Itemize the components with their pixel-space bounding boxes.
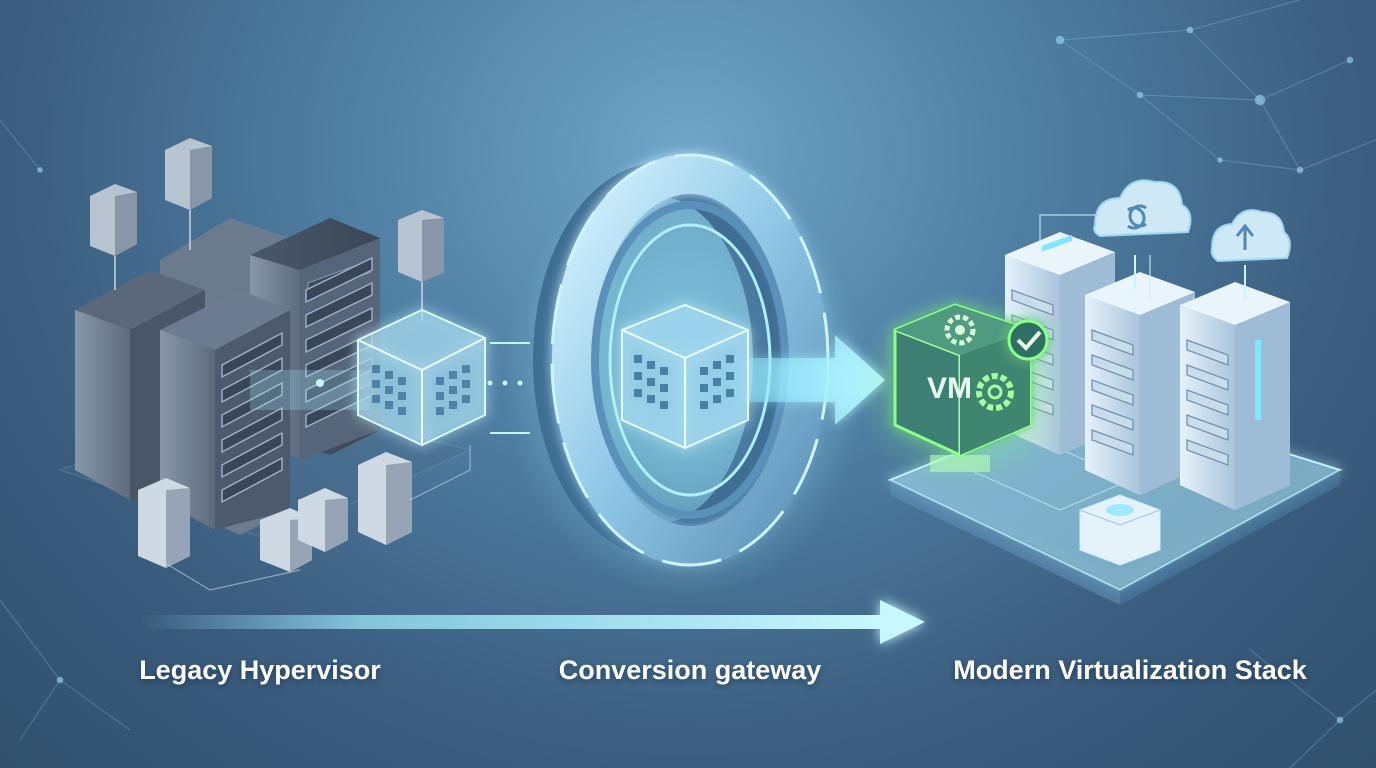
modern-storage-unit: [1079, 494, 1161, 566]
gateway-arrow: [700, 335, 885, 425]
legacy-small-servers: [90, 138, 471, 591]
gear-icon: [944, 314, 1014, 411]
legacy-server-cluster: [75, 218, 380, 535]
conversion-gateway-label: Conversion gateway: [558, 655, 822, 685]
legacy-vm-cube: [357, 308, 486, 447]
check-badge-icon: [1007, 319, 1049, 361]
legacy-hypervisor-label: Legacy Hypervisor: [139, 655, 381, 685]
modern-stack-label: Modern Virtualization Stack: [953, 655, 1307, 685]
cloud-upload-icon: [1210, 209, 1291, 300]
data-stream: [250, 342, 530, 434]
vm-badge-label: VM: [927, 372, 972, 405]
converting-vm-cube: [621, 303, 749, 450]
migration-progress-arrow: [140, 600, 925, 644]
cloud-links: [1039, 214, 1151, 300]
modern-server-racks: [1005, 232, 1290, 510]
cloud-sync-icon: [1093, 179, 1192, 290]
